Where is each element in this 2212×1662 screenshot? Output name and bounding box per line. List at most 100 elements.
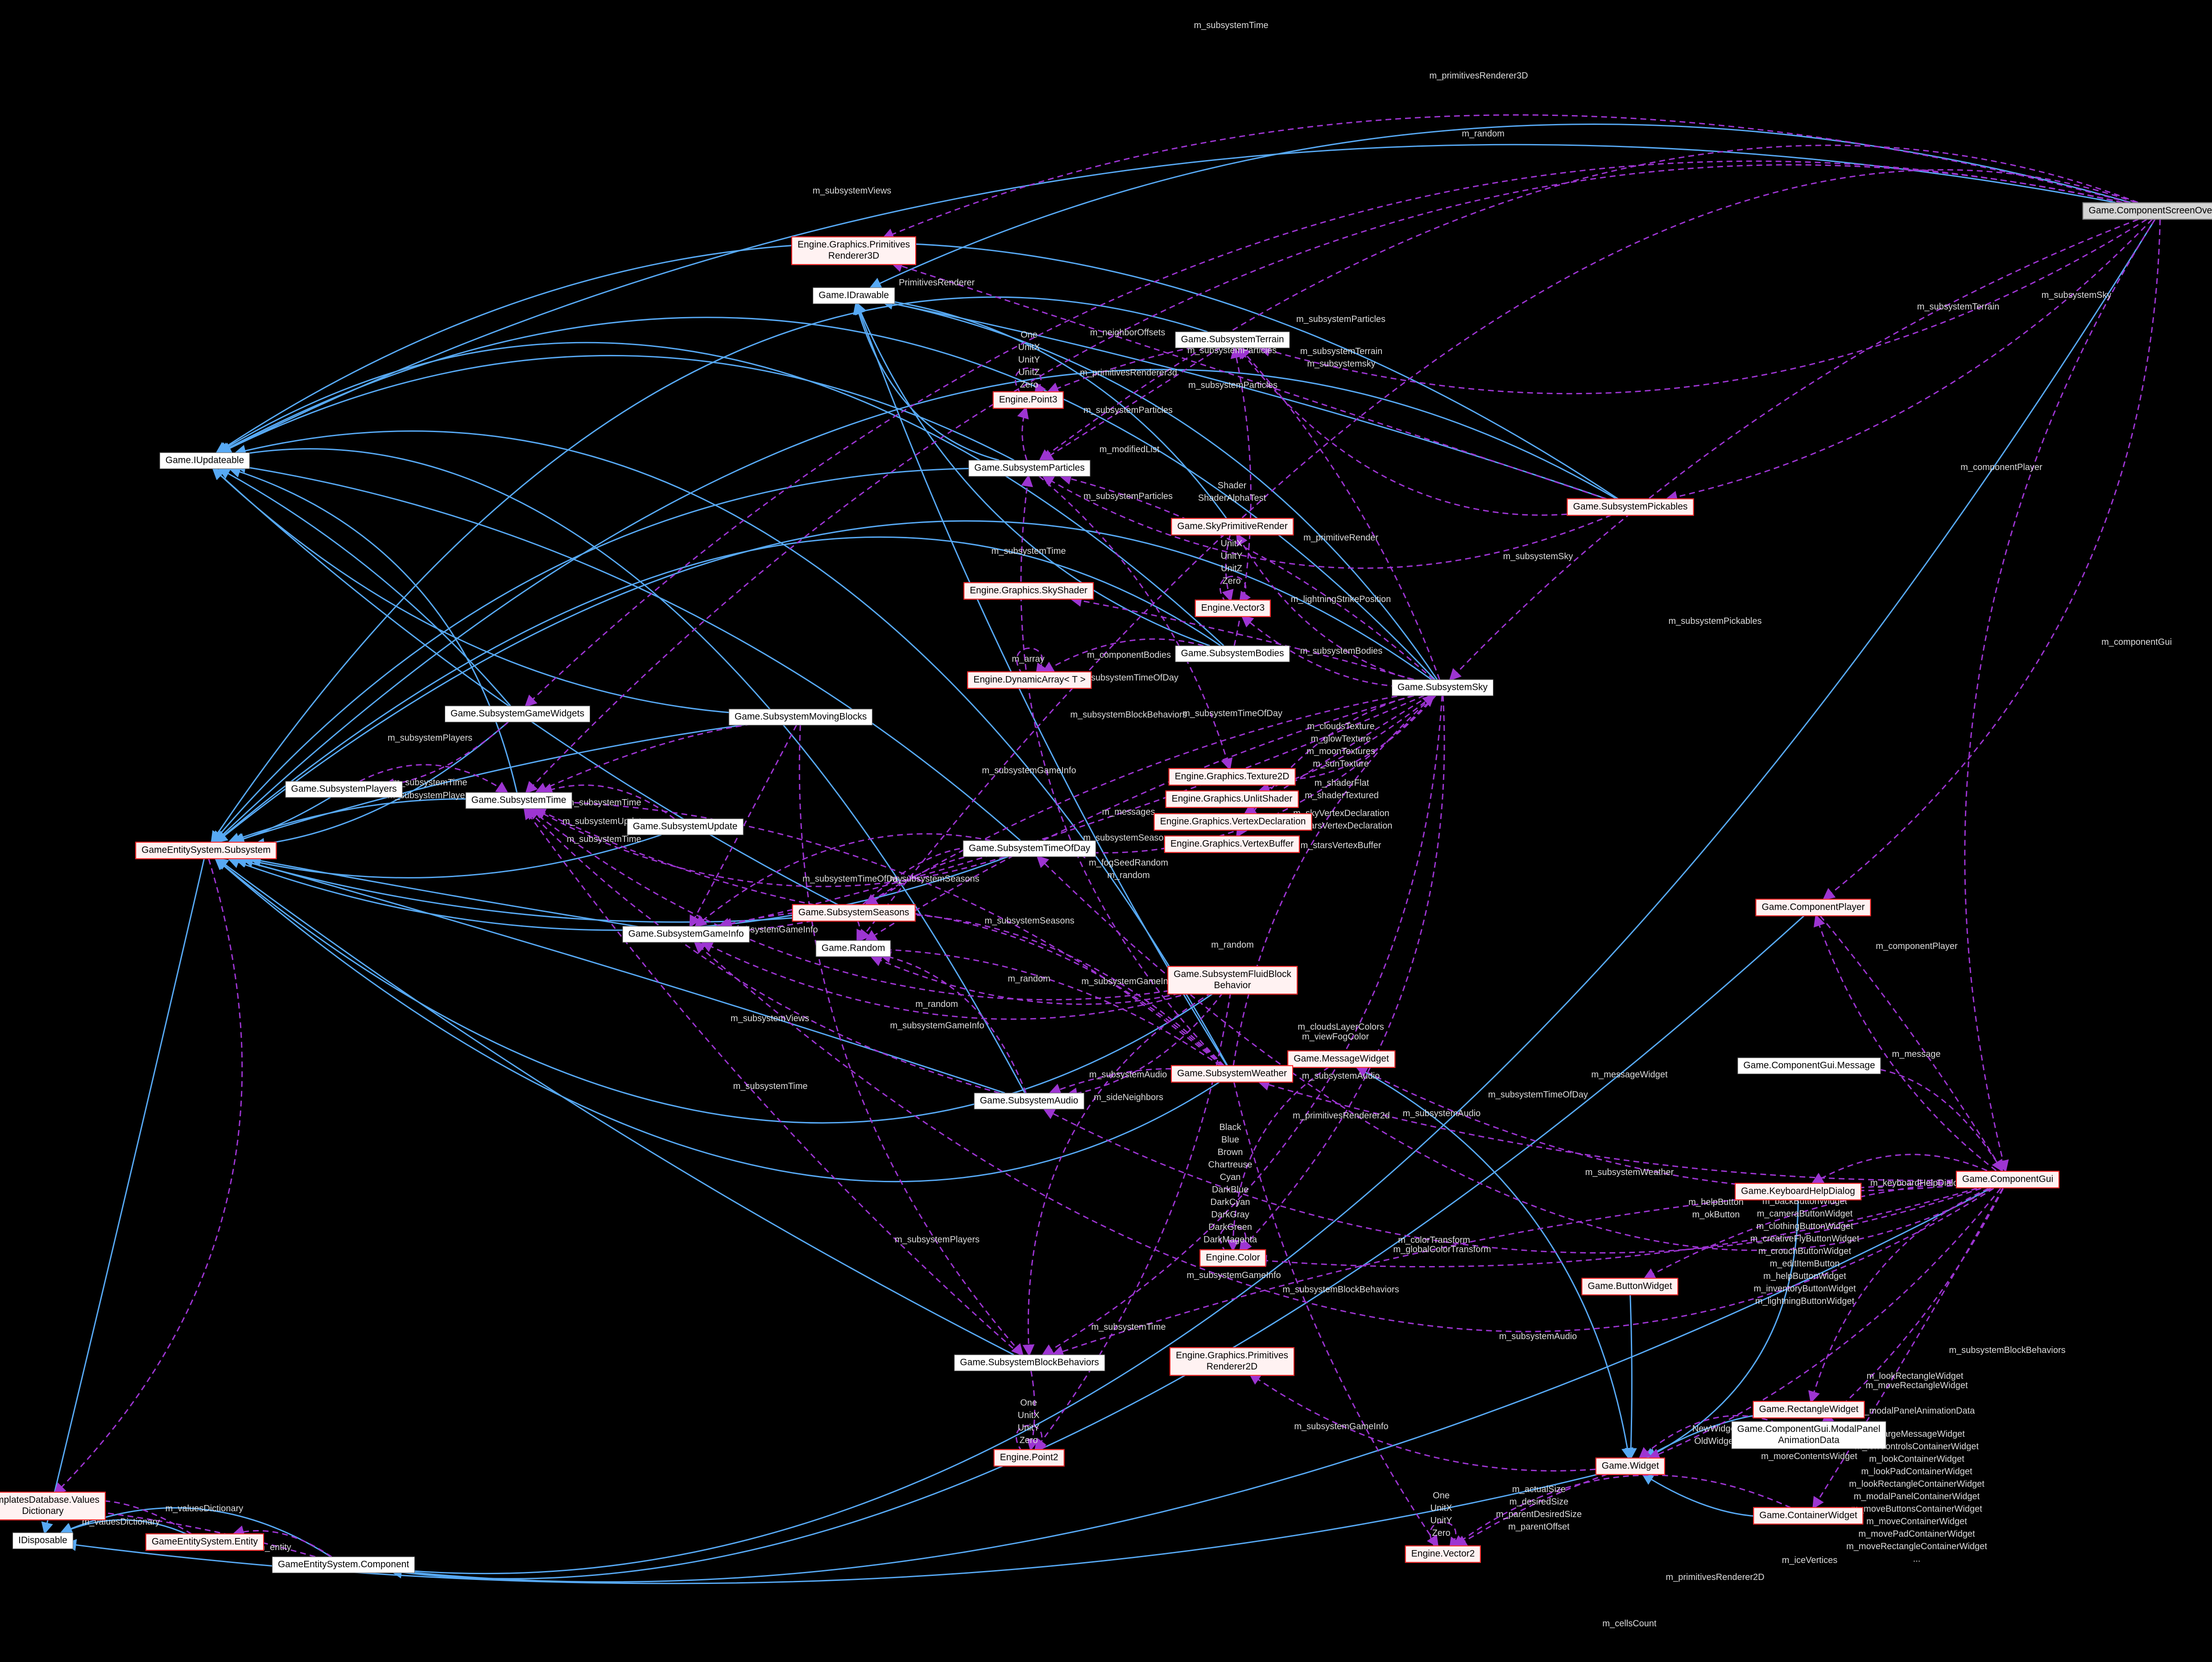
node-subTime[interactable]: Game.SubsystemTime: [465, 792, 572, 809]
node-vertexDecl[interactable]: Engine.Graphics.VertexDeclaration: [1154, 813, 1312, 831]
edge-label-58: m_subsystemGameInfo: [890, 1021, 984, 1031]
node-keyboardHelp[interactable]: Game.KeyboardHelpDialog: [1735, 1183, 1861, 1200]
node-rectWidget[interactable]: Game.RectangleWidget: [1753, 1401, 1865, 1419]
node-subParticles[interactable]: Game.SubsystemParticles: [968, 460, 1091, 477]
edge-subTerrain-point3: [1046, 347, 1193, 394]
edge-label-30: m_subsystemTimeOfDay: [1079, 673, 1178, 683]
node-componentGui[interactable]: Game.ComponentGui: [1956, 1171, 2060, 1188]
node-point2[interactable]: Engine.Point2: [993, 1449, 1065, 1467]
edge-label-1: m_primitivesRenderer3D: [1429, 71, 1528, 81]
node-gesComponent[interactable]: GameEntitySystem.Component: [272, 1556, 415, 1573]
node-color[interactable]: Engine.Color: [1199, 1249, 1266, 1267]
node-subFluidBlock[interactable]: Game.SubsystemFluidBlock Behavior: [1167, 966, 1298, 994]
node-subGameInfo[interactable]: Game.SubsystemGameInfo: [622, 926, 750, 943]
edge-subAudio-iUpdateable: [233, 447, 1025, 1093]
edge-subTime-iUpdateable: [228, 466, 518, 793]
node-subUpdate[interactable]: Game.SubsystemUpdate: [627, 818, 744, 835]
edge-label-97: m_primitivesRenderer2D: [1666, 1572, 1765, 1582]
edge-subFluidBlock-subAudio: [1065, 992, 1224, 1100]
node-subBodies[interactable]: Game.SubsystemBodies: [1175, 645, 1290, 662]
edge-label-39: m_subsystemTime: [566, 798, 641, 808]
edge-subWeather-subAudio: [1048, 1068, 1191, 1095]
edge-screenOverlays-primRenderer3D: [881, 114, 2129, 240]
node-primRenderer3D[interactable]: Engine.Graphics.Primitives Renderer3D: [791, 236, 917, 265]
node-subPickables[interactable]: Game.SubsystemPickables: [1567, 498, 1694, 516]
node-subSeasons[interactable]: Game.SubsystemSeasons: [792, 904, 916, 922]
node-subTerrain[interactable]: Game.SubsystemTerrain: [1175, 331, 1290, 348]
edge-gesSubsystem-iDisposable: [41, 858, 205, 1535]
edge-label-15: m_subsystemParticles: [1083, 405, 1173, 415]
node-subSky[interactable]: Game.SubsystemSky: [1392, 679, 1493, 696]
edge-subWeather-random: [878, 944, 1221, 1067]
node-containerWidget[interactable]: Game.ContainerWidget: [1753, 1507, 1864, 1525]
edge-subSeasons-random: [856, 920, 868, 942]
node-random[interactable]: Game.Random: [815, 940, 891, 957]
edge-subAudio-subTime: [525, 807, 1000, 1094]
edge-label-59: m_cloudsLayerColors: [1298, 1022, 1384, 1032]
edge-label-10: m_subsystemTerrain: [1300, 346, 1383, 356]
edge-label-36: m_subsystemTime: [393, 778, 467, 788]
edge-screenOverlays-subSky: [1449, 219, 2139, 681]
edge-label-20: m_subsystemTime: [991, 546, 1066, 556]
edge-componentGui-subGameInfo: [693, 941, 1994, 1332]
node-subPlayers[interactable]: Game.SubsystemPlayers: [285, 781, 403, 798]
edge-label-49: m_subsystemSeasons: [889, 874, 980, 884]
edge-label-85: m_modalPanelAnimationData: [1856, 1406, 1975, 1416]
edge-subParticles-point3: [1017, 406, 1029, 461]
edge-screenOverlays-subGameWidgets: [524, 160, 2122, 707]
edge-label-8: m_neighborOffsets: [1090, 328, 1166, 338]
node-subAudio[interactable]: Game.SubsystemAudio: [974, 1093, 1084, 1109]
edge-label-23: m_primitiveRender: [1303, 533, 1378, 543]
node-vertexBuffer[interactable]: Engine.Graphics.VertexBuffer: [1164, 835, 1300, 853]
node-subMoving[interactable]: Game.SubsystemMovingBlocks: [728, 709, 873, 726]
edge-componentGui-color: [1254, 1188, 1977, 1268]
node-gesSubsystem[interactable]: GameEntitySystem.Subsystem: [135, 841, 277, 859]
edge-subParticles-iUpdateable: [219, 355, 1015, 461]
edge-subSky-vertexBuffer: [1236, 695, 1414, 838]
edge-label-57: m_subsystemViews: [730, 1014, 810, 1023]
node-screenOverlays[interactable]: Game.ComponentScreenOverlays: [2082, 202, 2212, 220]
edge-label-53: m_componentPlayer: [1876, 941, 1958, 951]
node-guiMessage[interactable]: Game.ComponentGui.Message: [1737, 1057, 1881, 1074]
node-primRenderer2D[interactable]: Engine.Graphics.Primitives Renderer2D: [1169, 1347, 1295, 1376]
node-buttonWidget[interactable]: Game.ButtonWidget: [1581, 1278, 1679, 1295]
node-widget[interactable]: Game.Widget: [1595, 1457, 1666, 1475]
node-componentPlayer[interactable]: Game.ComponentPlayer: [1755, 899, 1871, 916]
node-subBlockBehaviors[interactable]: Game.SubsystemBlockBehaviors: [954, 1354, 1105, 1371]
edge-skyPrimRender-vector3: [1222, 534, 1234, 602]
node-unlitShader[interactable]: Engine.Graphics.UnlitShader: [1165, 790, 1299, 808]
node-skyPrimRender[interactable]: Game.SkyPrimitiveRender: [1171, 518, 1294, 536]
edge-subUpdate-subTime: [540, 783, 675, 820]
edge-label-87: m_subsystemGameInfo: [1294, 1422, 1389, 1431]
node-gesEntity[interactable]: GameEntitySystem.Entity: [145, 1533, 265, 1551]
edge-componentGui-guiMessage: [1855, 1061, 2003, 1171]
edge-subSky-iDrawable: [881, 297, 1438, 680]
edge-screenOverlays-componentGui: [1964, 219, 2156, 1173]
node-dynArray[interactable]: Engine.DynamicArray< T >: [967, 671, 1092, 689]
node-point3[interactable]: Engine.Point3: [992, 391, 1064, 409]
edge-label-78: m_subsystemGameInfo: [1187, 1270, 1281, 1280]
node-iDisposable[interactable]: IDisposable: [12, 1532, 73, 1549]
node-subGameWidgets[interactable]: Game.SubsystemGameWidgets: [445, 705, 590, 722]
node-subWeather[interactable]: Game.SubsystemWeather: [1171, 1065, 1293, 1083]
node-vector2[interactable]: Engine.Vector2: [1405, 1545, 1481, 1563]
node-modalPanelData[interactable]: Game.ComponentGui.ModalPanel AnimationDa…: [1731, 1421, 1886, 1449]
edge-subGameWidgets-iUpdateable: [218, 467, 511, 706]
node-skyShader[interactable]: Engine.Graphics.SkyShader: [963, 582, 1094, 600]
node-valuesDict[interactable]: TemplatesDatabase.Values Dictionary: [0, 1492, 106, 1520]
edge-componentGui-subWeather: [1257, 1079, 1972, 1181]
edge-subBlockBehaviors-point2: [1026, 1370, 1039, 1452]
edge-screenOverlays-subPickables: [1665, 219, 2153, 503]
edge-label-18: Shader ShaderAlphaTest: [1198, 481, 1266, 503]
edge-subMoving-subBlockBehaviors: [798, 725, 1024, 1357]
edge-subSky-color: [1239, 695, 1445, 1252]
node-iUpdateable[interactable]: Game.IUpdateable: [159, 452, 250, 469]
edge-label-54: m_random: [1008, 974, 1050, 984]
edge-label-13: m_primitivesRenderer3d: [1080, 368, 1177, 378]
node-iDrawable[interactable]: Game.IDrawable: [813, 287, 895, 304]
node-texture2D[interactable]: Engine.Graphics.Texture2D: [1168, 768, 1296, 786]
node-vector3[interactable]: Engine.Vector3: [1195, 599, 1271, 617]
edge-subParticles-gesSubsystem: [212, 467, 988, 844]
node-subTimeOfDay[interactable]: Game.SubsystemTimeOfDay: [963, 840, 1096, 857]
node-messageWidget[interactable]: Game.MessageWidget: [1287, 1050, 1395, 1068]
